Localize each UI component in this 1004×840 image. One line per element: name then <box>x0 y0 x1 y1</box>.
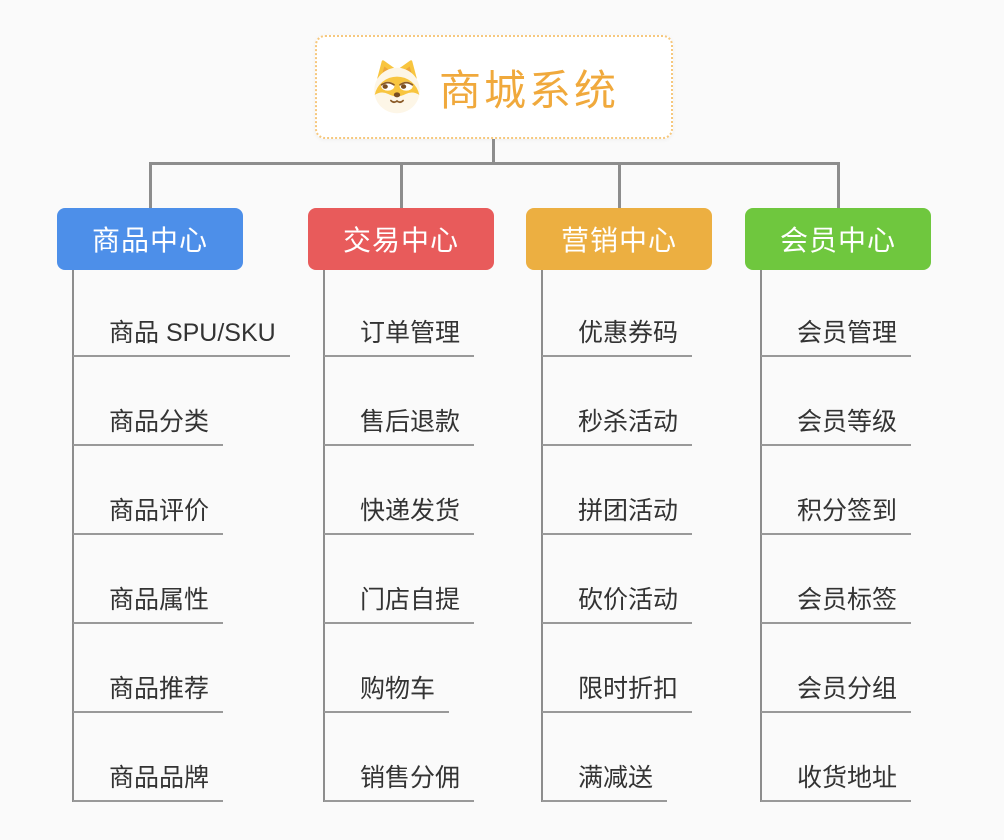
leaf-node-marketing-center-5[interactable]: 限时折扣 <box>542 672 693 713</box>
branch-drop-line-marketing-center <box>617 162 621 208</box>
branch-drop-line-product-center <box>148 162 152 208</box>
leaf-node-product-center-6[interactable]: 商品品牌 <box>73 761 224 802</box>
leaf-node-member-center-3[interactable]: 积分签到 <box>761 494 912 535</box>
branch-node-marketing-center[interactable]: 营销中心 <box>526 208 712 270</box>
branch-drop-line-member-center <box>836 162 840 208</box>
root-node[interactable]: 商城系统 <box>315 35 673 139</box>
branch-drop-line-trade-center <box>399 162 403 208</box>
branch-spine-line-member-center <box>760 270 762 802</box>
leaf-node-marketing-center-3[interactable]: 拼团活动 <box>542 494 693 535</box>
leaf-node-marketing-center-6[interactable]: 满减送 <box>542 761 668 802</box>
leaf-node-marketing-center-2[interactable]: 秒杀活动 <box>542 405 693 446</box>
leaf-node-trade-center-3[interactable]: 快递发货 <box>324 494 475 535</box>
branch-node-trade-center[interactable]: 交易中心 <box>308 208 494 270</box>
leaf-node-marketing-center-4[interactable]: 砍价活动 <box>542 583 693 624</box>
leaf-node-product-center-4[interactable]: 商品属性 <box>73 583 224 624</box>
leaf-node-trade-center-2[interactable]: 售后退款 <box>324 405 475 446</box>
leaf-node-member-center-1[interactable]: 会员管理 <box>761 316 912 357</box>
root-title: 商城系统 <box>438 66 619 114</box>
leaf-node-member-center-4[interactable]: 会员标签 <box>761 583 912 624</box>
branch-spine-line-product-center <box>72 270 74 802</box>
branch-bus-line <box>149 162 838 165</box>
leaf-node-product-center-1[interactable]: 商品 SPU/SKU <box>73 316 290 357</box>
leaf-node-trade-center-4[interactable]: 门店自提 <box>324 583 475 624</box>
branch-spine-line-trade-center <box>323 270 325 802</box>
leaf-node-marketing-center-1[interactable]: 优惠券码 <box>542 316 693 357</box>
branch-spine-line-marketing-center <box>541 270 543 802</box>
leaf-node-product-center-2[interactable]: 商品分类 <box>73 405 224 446</box>
leaf-node-product-center-5[interactable]: 商品推荐 <box>73 672 224 713</box>
leaf-node-trade-center-5[interactable]: 购物车 <box>324 672 450 713</box>
dog-face-icon <box>374 60 420 114</box>
leaf-node-trade-center-6[interactable]: 销售分佣 <box>324 761 475 802</box>
leaf-node-trade-center-1[interactable]: 订单管理 <box>324 316 475 357</box>
leaf-node-member-center-2[interactable]: 会员等级 <box>761 405 912 446</box>
root-stem-line <box>492 139 495 165</box>
branch-node-member-center[interactable]: 会员中心 <box>745 208 931 270</box>
branch-node-product-center[interactable]: 商品中心 <box>57 208 243 270</box>
leaf-node-member-center-5[interactable]: 会员分组 <box>761 672 912 713</box>
leaf-node-member-center-6[interactable]: 收货地址 <box>761 761 912 802</box>
leaf-node-product-center-3[interactable]: 商品评价 <box>73 494 224 535</box>
